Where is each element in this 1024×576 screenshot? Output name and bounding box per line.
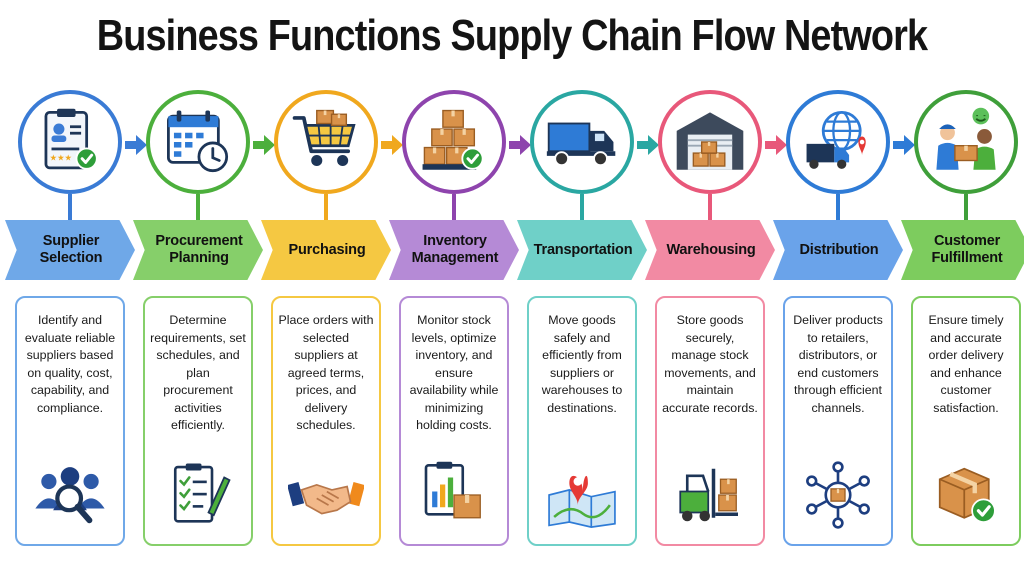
step-label: Purchasing [288, 241, 366, 258]
step-description: Place orders with selected suppliers at … [278, 313, 374, 432]
step-label: Inventory Management [411, 233, 499, 266]
step-description-card: Identify and evaluate reliable suppliers… [15, 296, 125, 546]
delivery-handoff-icon [929, 105, 1003, 179]
clipboard-resume-icon: ★★★ [33, 105, 107, 179]
flow-arrow-icon [125, 134, 147, 156]
step-connector [964, 194, 968, 220]
step-connector [836, 194, 840, 220]
step-description: Determine requirements, set schedules, a… [150, 313, 246, 432]
step-description-card: Determine requirements, set schedules, a… [143, 296, 253, 546]
step-circle [658, 90, 762, 194]
step-circle [914, 90, 1018, 194]
globe-truck-icon [801, 105, 875, 179]
step-description-card: Store goods securely, manage stock movem… [655, 296, 765, 546]
step-description-card: Ensure timely and accurate order deliver… [911, 296, 1021, 546]
step-connector [324, 194, 328, 220]
step-description: Ensure timely and accurate order deliver… [928, 313, 1004, 415]
step-banner: Warehousing [645, 220, 775, 280]
step-description-card: Monitor stock levels, optimize inventory… [399, 296, 509, 546]
step-connector [580, 194, 584, 220]
box-check-icon [928, 460, 1004, 530]
calendar-clock-icon [161, 105, 235, 179]
flow-arrow-icon [381, 134, 403, 156]
flow-arrow-icon [253, 134, 275, 156]
step-label: Transportation [533, 241, 633, 258]
step-label: Procurement Planning [155, 233, 243, 266]
truck-icon [545, 105, 619, 179]
step-banner: Distribution [773, 220, 903, 280]
step-circle: ★★★ [18, 90, 122, 194]
forklift-icon [672, 460, 748, 530]
step-description: Monitor stock levels, optimize inventory… [409, 313, 499, 432]
stacked-boxes-icon [417, 105, 491, 179]
people-magnifier-icon [32, 460, 108, 530]
step-connector [708, 194, 712, 220]
step-description: Identify and evaluate reliable suppliers… [24, 313, 116, 415]
step-connector [452, 194, 456, 220]
step-banner: Purchasing [261, 220, 391, 280]
step-banner: Inventory Management [389, 220, 519, 280]
step-label: Distribution [799, 241, 879, 258]
step-circle [274, 90, 378, 194]
step-banner: Supplier Selection [5, 220, 135, 280]
checklist-pen-icon [160, 460, 236, 530]
page-title: Business Functions Supply Chain Flow Net… [96, 11, 928, 60]
step-label: Customer Fulfillment [931, 233, 1003, 266]
step-description-card: Place orders with selected suppliers at … [271, 296, 381, 546]
step-label: Warehousing [666, 241, 756, 258]
svg-text:★★★: ★★★ [50, 153, 72, 163]
step-circle [530, 90, 634, 194]
shopping-cart-icon [289, 105, 363, 179]
network-hub-icon [800, 460, 876, 530]
step-description-card: Move goods safely and efficiently from s… [527, 296, 637, 546]
step-banner: Procurement Planning [133, 220, 263, 280]
report-box-icon [416, 460, 492, 530]
flow-arrow-icon [893, 134, 915, 156]
step-description: Move goods safely and efficiently from s… [541, 313, 623, 415]
step-circle [402, 90, 506, 194]
map-pin-icon [544, 460, 620, 530]
step-connector [196, 194, 200, 220]
step-label: Supplier Selection [39, 233, 103, 266]
step-description: Deliver products to retailers, distribut… [793, 313, 883, 415]
flow-arrow-icon [509, 134, 531, 156]
warehouse-icon [673, 105, 747, 179]
step-banner: Customer Fulfillment [901, 220, 1024, 280]
handshake-icon [287, 460, 365, 530]
step-circle [146, 90, 250, 194]
step-banner: Transportation [517, 220, 647, 280]
flow-arrow-icon [765, 134, 787, 156]
step-connector [68, 194, 72, 220]
step-description-card: Deliver products to retailers, distribut… [783, 296, 893, 546]
flow-arrow-icon [637, 134, 659, 156]
step-circle [786, 90, 890, 194]
step-description: Store goods securely, manage stock movem… [662, 313, 758, 415]
